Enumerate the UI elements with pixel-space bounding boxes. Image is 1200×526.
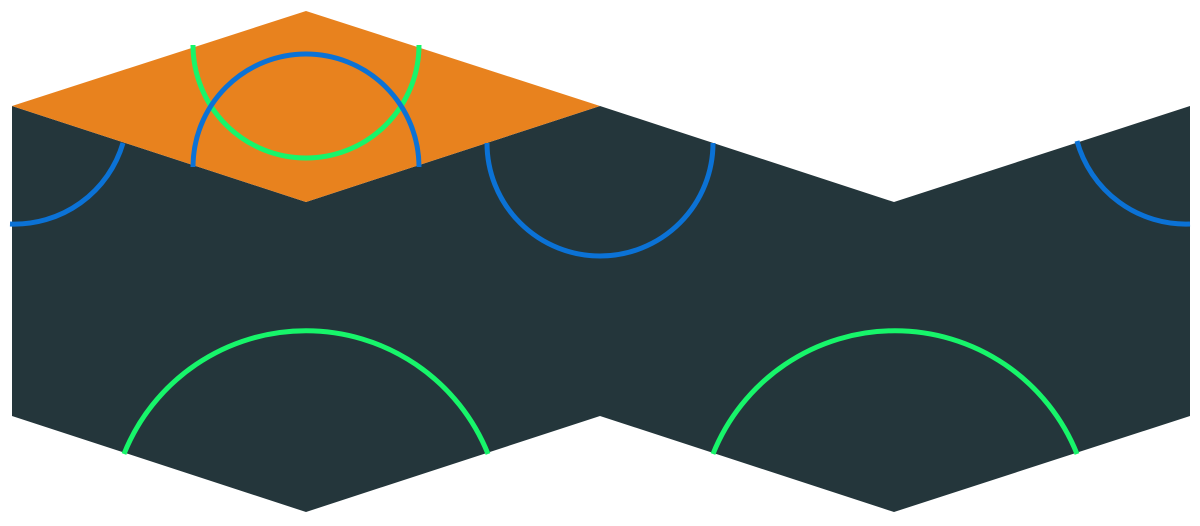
top-tile[interactable] bbox=[12, 11, 600, 202]
blue-arc-top-tile bbox=[190, 51, 422, 168]
wall-face-band bbox=[12, 106, 1190, 512]
blue-arc-middle bbox=[484, 142, 716, 259]
green-arc-lower-left bbox=[121, 328, 491, 455]
blue-arc-left-edge bbox=[9, 142, 126, 227]
green-arc-top-tile bbox=[190, 44, 422, 161]
green-arc-lower-right bbox=[710, 328, 1080, 455]
blue-arc-right-edge bbox=[1074, 140, 1191, 227]
